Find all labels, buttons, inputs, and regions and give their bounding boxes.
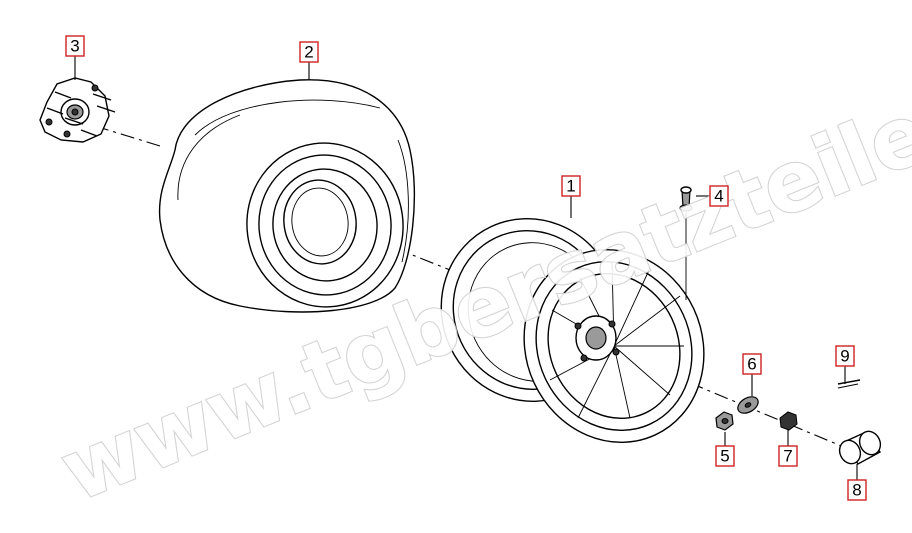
rim (440, 218, 705, 443)
axle-nut (779, 411, 798, 431)
tire-valve (679, 186, 693, 300)
wheel-hub (39, 77, 116, 143)
lug-holes (574, 320, 620, 362)
tire (158, 79, 416, 313)
callout-label-6: 6 (747, 355, 756, 374)
callout-label-4: 4 (714, 187, 723, 206)
washer (737, 396, 759, 414)
callout-part-2[interactable]: 2 (299, 41, 319, 63)
nut-small (715, 411, 734, 431)
hub-cap (838, 430, 882, 465)
callout-part-1[interactable]: 1 (561, 175, 581, 197)
cotter-pin (837, 379, 861, 389)
callout-label-1: 1 (566, 177, 575, 196)
callout-label-5: 5 (720, 447, 729, 466)
callout-label-9: 9 (840, 347, 849, 366)
callout-part-4[interactable]: 4 (709, 185, 729, 207)
callout-part-6[interactable]: 6 (742, 353, 762, 375)
callout-part-3[interactable]: 3 (65, 35, 85, 57)
callout-part-5[interactable]: 5 (715, 445, 735, 467)
callout-part-8[interactable]: 8 (847, 479, 867, 501)
callout-label-8: 8 (852, 481, 861, 500)
callout-part-9[interactable]: 9 (835, 345, 855, 367)
callout-part-7[interactable]: 7 (778, 445, 798, 467)
callout-label-3: 3 (70, 37, 79, 56)
callout-label-2: 2 (304, 43, 313, 62)
callout-label-7: 7 (783, 447, 792, 466)
